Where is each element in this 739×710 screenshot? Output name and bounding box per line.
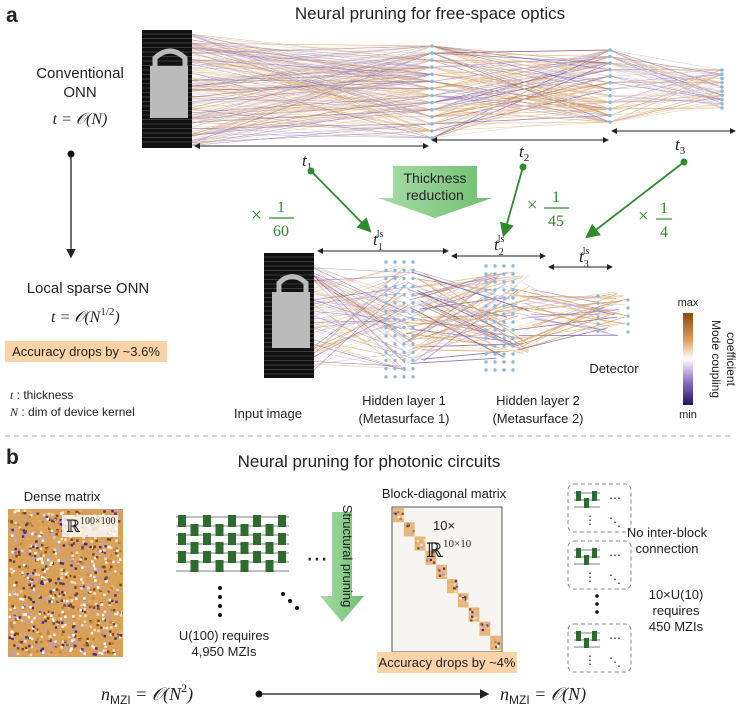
- conventional-nodes: [430, 44, 724, 140]
- colorbar: max min Mode coupling coefficient: [678, 297, 738, 421]
- accuracy-box-b: [377, 652, 517, 673]
- sparse-input-image: [264, 253, 314, 378]
- times-3: ×: [638, 206, 649, 227]
- block-dim: 10×10: [443, 538, 472, 550]
- factor-2-num: 1: [552, 189, 560, 206]
- mzi-mesh-100: [176, 515, 289, 572]
- mzi-requires-1: U(100) requires: [179, 628, 270, 643]
- factor-3-den: 4: [660, 224, 668, 241]
- panel-a-letter: a: [6, 4, 18, 27]
- hidden-layer-2-label: Hidden layer 2: [496, 393, 580, 408]
- thickness-reduction-line1: Thickness: [403, 170, 466, 186]
- metasurface-2-label: (Metasurface 2): [492, 411, 583, 426]
- sparse-label: Local sparse ONN: [27, 280, 150, 297]
- label-t2-ls: t2ls: [494, 234, 505, 258]
- svg-text:⋯: ⋯: [609, 491, 621, 505]
- sparse-connections: [313, 264, 629, 371]
- colorbar-max: max: [678, 297, 699, 309]
- factor-1-den: 60: [273, 223, 289, 240]
- structural-pruning-arrow: Structural pruning: [320, 505, 364, 622]
- accuracy-box-a: [5, 341, 167, 362]
- conventional-thickness-arrows: [194, 128, 736, 149]
- colorbar-title-2: coefficient: [724, 332, 738, 386]
- panel-b-letter: b: [6, 446, 19, 469]
- sparse-thickness-arrows: [317, 248, 613, 270]
- label-t2: t2: [519, 142, 529, 164]
- conventional-connections: [191, 33, 723, 147]
- block-diagonal-matrix: 10× ℝ 10×10: [391, 506, 503, 653]
- times-2: ×: [527, 195, 538, 216]
- accuracy-text-b: Accuracy drops by ~4%: [379, 655, 516, 670]
- bottom-right-complexity: nMZI = 𝒪(N): [500, 684, 586, 707]
- label-t1-ls: t1ls: [373, 229, 384, 253]
- reduction-factors: × 1 60 × 1 45 × 1 4: [251, 189, 672, 241]
- sparse-complexity: t = 𝒪(N1/2): [51, 306, 120, 326]
- accuracy-text-a: Accuracy drops by ~3.6%: [12, 344, 160, 359]
- panel-a-title: Neural pruning for free-space optics: [295, 4, 565, 23]
- no-inter-block-1: No inter-block: [627, 525, 708, 540]
- svg-text:⋱: ⋱: [609, 515, 621, 529]
- svg-text:⋱: ⋱: [609, 572, 621, 586]
- block-vertical-dots: [595, 594, 599, 614]
- conventional-label-2: ONN: [63, 84, 96, 101]
- label-t3-ls: t3ls: [579, 246, 590, 270]
- conventional-label-1: Conventional: [36, 65, 124, 82]
- hidden-layer-1-label: Hidden layer 1: [362, 393, 446, 408]
- svg-text:⋯: ⋯: [609, 631, 621, 645]
- dense-dim: 100×100: [80, 516, 116, 527]
- svg-text:⋱: ⋱: [609, 655, 621, 669]
- mzi-horizontal-dots: ⋯: [306, 546, 328, 571]
- dense-matrix: ℝ 100×100: [8, 509, 123, 657]
- mzi-requires-2: 4,950 MZIs: [191, 644, 257, 659]
- svg-text:⋯: ⋯: [609, 548, 621, 562]
- colorbar-min: min: [679, 409, 697, 421]
- green-reduction-arrows: [307, 158, 688, 239]
- times-1: ×: [251, 205, 262, 226]
- block-dim-symbol: ℝ: [426, 540, 443, 562]
- requires-10u10-1: 10×U(10): [649, 587, 704, 602]
- dense-dim-symbol: ℝ: [66, 517, 81, 536]
- conventional-input-image: [142, 30, 192, 148]
- mzi-vertical-dots: [218, 586, 299, 617]
- bottom-left-complexity: nMZI = 𝒪(N2): [101, 681, 193, 707]
- conventional-onn-network: [142, 30, 724, 148]
- sparse-onn-network: [264, 253, 630, 379]
- detector-label: Detector: [589, 361, 639, 376]
- svg-text:⋮: ⋮: [584, 513, 596, 527]
- legend-t: t : thickness: [10, 388, 73, 402]
- colorbar-gradient: [683, 313, 693, 405]
- legend-n: N : dim of device kernel: [9, 405, 135, 419]
- sparse-nodes: [384, 260, 630, 379]
- factor-3-num: 1: [660, 200, 668, 217]
- conventional-complexity: t = 𝒪(N): [53, 111, 108, 128]
- small-mzi-blocks: ⋯ ⋮ ⋱ ⋯ ⋮ ⋱ ⋯ ⋮ ⋱: [567, 483, 632, 673]
- metasurface-1-label: (Metasurface 1): [358, 411, 449, 426]
- label-t3: t3: [675, 135, 686, 157]
- no-inter-block-2: connection: [636, 541, 699, 556]
- colorbar-title-1: Mode coupling: [709, 320, 723, 398]
- structural-pruning-label: Structural pruning: [340, 505, 355, 608]
- panel-b-title: Neural pruning for photonic circuits: [238, 452, 501, 471]
- svg-text:⋮: ⋮: [584, 653, 596, 667]
- thickness-reduction-line2: reduction: [406, 187, 464, 203]
- input-image-label: Input image: [234, 406, 302, 421]
- svg-text:⋮: ⋮: [584, 570, 596, 584]
- factor-1-num: 1: [277, 199, 285, 216]
- dense-matrix-label: Dense matrix: [24, 489, 101, 504]
- label-t1: t1: [302, 151, 312, 173]
- factor-2-den: 45: [548, 213, 564, 230]
- requires-10u10-2: requires: [653, 603, 700, 618]
- block-count: 10×: [433, 518, 455, 533]
- requires-10u10-3: 450 MZIs: [649, 619, 704, 634]
- block-diagonal-label: Block-diagonal matrix: [382, 486, 507, 501]
- thickness-reduction-arrow: Thickness reduction: [378, 166, 492, 218]
